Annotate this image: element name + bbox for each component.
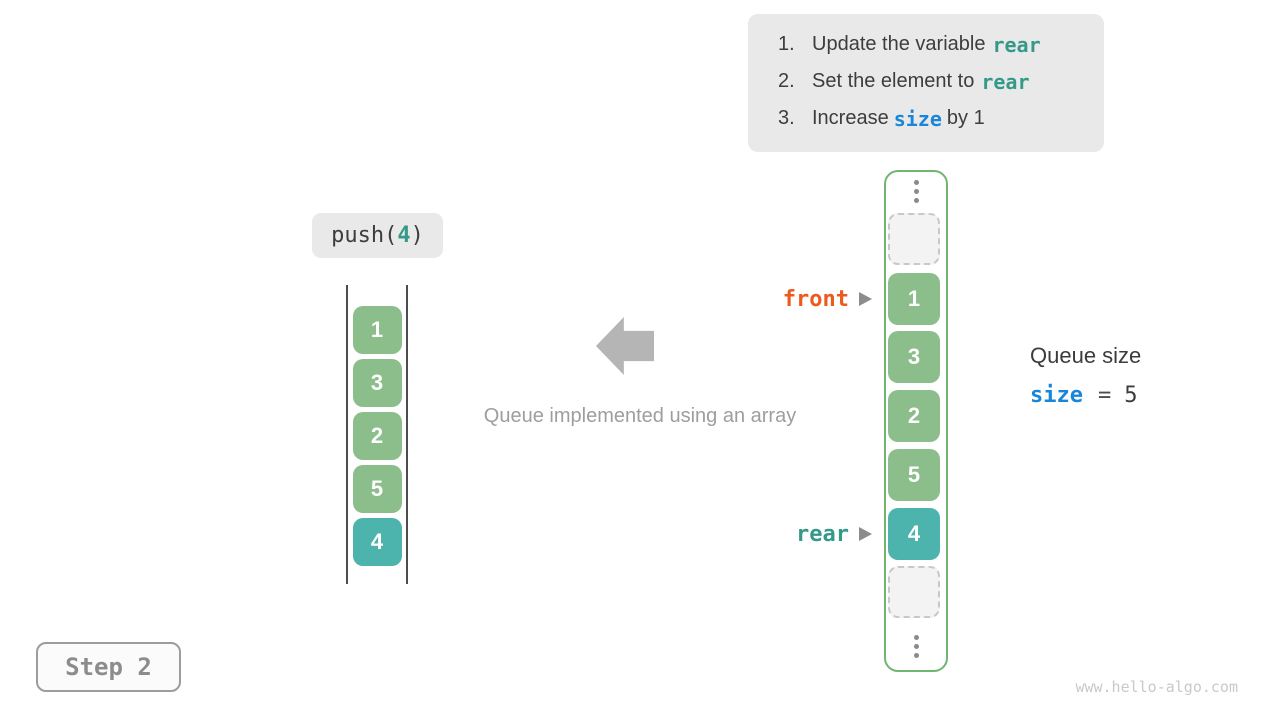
arrow-right-icon	[859, 292, 872, 306]
step-text: Increase	[812, 107, 889, 129]
code-token-size: size	[893, 106, 942, 131]
queue-cell: 3	[352, 359, 402, 407]
code-token-rear: rear	[992, 32, 1041, 57]
array-slot-empty	[888, 213, 940, 265]
arrow-right-icon	[859, 527, 872, 541]
array-slot: 3	[888, 331, 940, 383]
array-slot-front: 1	[888, 273, 940, 325]
array-slot-rear-highlighted: 4	[888, 508, 940, 560]
watermark-url: www.hello-algo.com	[1075, 678, 1238, 696]
array-slot: 5	[888, 449, 940, 501]
push-call-label: push(4)	[312, 213, 443, 258]
step-number: 2.	[778, 70, 795, 92]
ellipsis-top-icon	[886, 180, 946, 203]
left-block-arrow-icon	[596, 317, 654, 375]
rear-pointer-label: rear	[796, 521, 849, 547]
step-number: 3.	[778, 107, 795, 129]
queue-cell: 5	[352, 465, 402, 513]
push-call-prefix: push(	[331, 223, 398, 248]
array-slot-empty	[888, 566, 940, 618]
instruction-step-3: 3. Increase size by 1	[778, 100, 1104, 137]
push-call-suffix: )	[410, 223, 424, 248]
queue-size-readout: Queue size size = 5	[1030, 343, 1141, 408]
step-number: 1.	[778, 33, 795, 55]
queue-size-title: Queue size	[1030, 343, 1142, 368]
step-text-post: by 1	[946, 107, 985, 129]
rear-pointer: rear	[736, 521, 872, 547]
instruction-step-1: 1. Update the variable rear	[778, 26, 1104, 63]
queue-abstract-stack: 1 3 2 5 4	[346, 285, 408, 584]
instruction-box: 1. Update the variable rear 2. Set the e…	[748, 14, 1104, 152]
queue-size-value-line: size = 5	[1030, 383, 1141, 408]
queue-cell-highlighted: 4	[352, 518, 402, 566]
instruction-step-2: 2. Set the element to rear	[778, 63, 1104, 100]
push-call-arg: 4	[397, 223, 411, 248]
step-badge: Step 2	[36, 642, 181, 692]
step-text: Update the variable	[812, 33, 986, 55]
ellipsis-bottom-icon	[886, 635, 946, 658]
queue-cell: 1	[352, 306, 402, 354]
array-slot: 2	[888, 390, 940, 442]
code-token-rear: rear	[981, 69, 1030, 94]
queue-cell: 2	[352, 412, 402, 460]
equals-sign: =	[1097, 383, 1112, 408]
array-container: 1 3 2 5 4	[884, 170, 948, 672]
step-text: Set the element to	[812, 70, 975, 92]
diagram-caption: Queue implemented using an array	[483, 405, 797, 427]
size-variable: size	[1030, 383, 1083, 408]
size-value: 5	[1124, 383, 1138, 408]
front-pointer-label: front	[782, 286, 849, 312]
front-pointer: front	[736, 286, 872, 312]
